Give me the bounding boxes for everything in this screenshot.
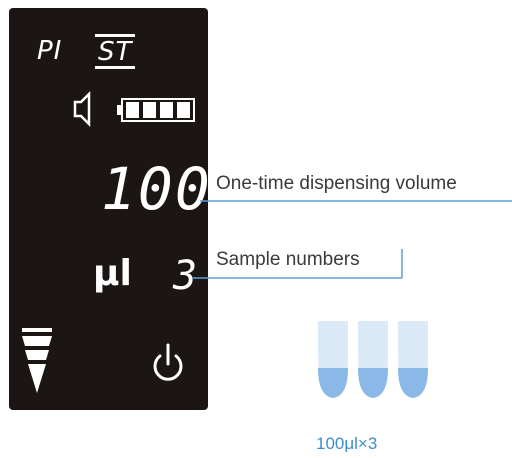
unit-label: μl bbox=[93, 253, 132, 294]
tube bbox=[318, 321, 348, 398]
sample-tubes bbox=[318, 321, 428, 398]
sample-count-readout: 3 bbox=[173, 253, 198, 299]
callout-line-samples bbox=[192, 249, 403, 279]
volume-readout: 100 bbox=[101, 155, 212, 223]
lcd-icons bbox=[22, 90, 195, 393]
battery-icon bbox=[117, 98, 195, 122]
stacked-triangles-icon bbox=[22, 328, 52, 393]
speaker-icon bbox=[73, 90, 91, 128]
callout-label-volume: One-time dispensing volume bbox=[216, 173, 457, 194]
tube bbox=[358, 321, 388, 398]
callout-label-samples: Sample numbers bbox=[216, 249, 360, 270]
caption-volume-times-count: 100μl×3 bbox=[316, 434, 378, 453]
lcd-screen: PI ST bbox=[9, 8, 210, 410]
tube bbox=[398, 321, 428, 398]
power-icon bbox=[153, 343, 183, 381]
mode-label-st: ST bbox=[95, 34, 136, 69]
mode-label-pi: PI bbox=[37, 36, 63, 66]
